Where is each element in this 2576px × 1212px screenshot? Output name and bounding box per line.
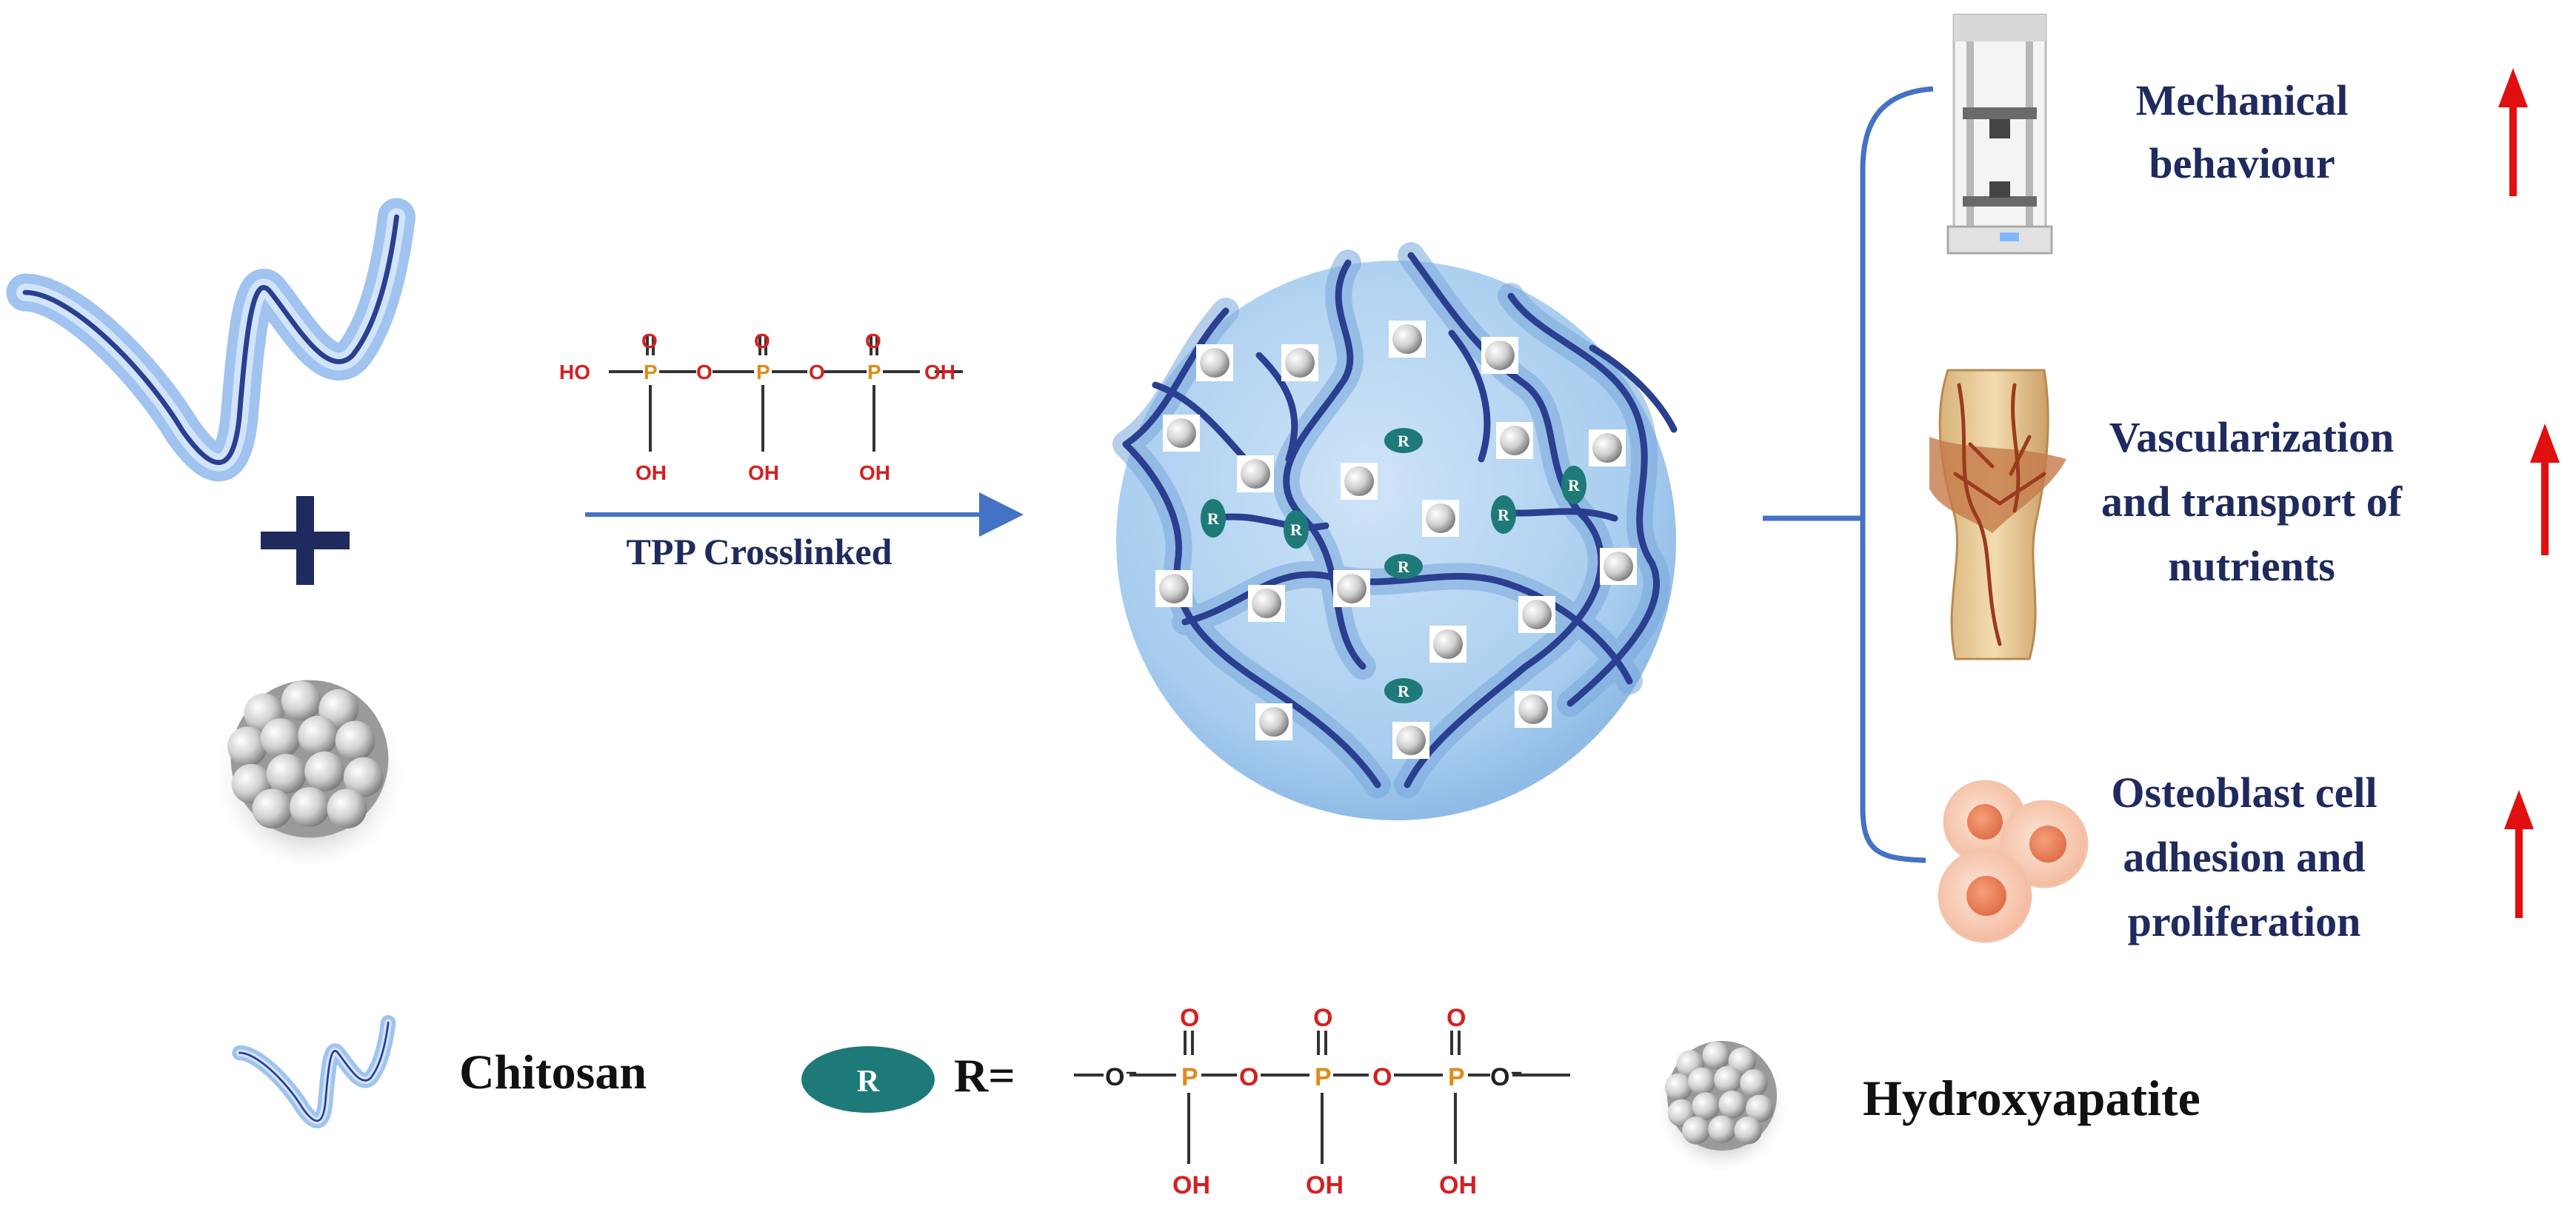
tpp-o-top-1: O [641, 329, 658, 352]
outcome-bracket [1763, 86, 1934, 863]
tpp-molecule: HO O P O O P O O P OH OH OH OH [559, 329, 963, 484]
r-node-label: R [1398, 558, 1410, 576]
tpp-oh-bottom-3: OH [859, 461, 890, 484]
hydroxyapatite-particle-icon [211, 669, 408, 866]
legend-o-bridge-1: O [1239, 1063, 1258, 1091]
legend-p-3: P [1448, 1063, 1465, 1091]
outcome-3-line-1: Osteoblast cell [2111, 769, 2377, 817]
legend-hydroxyapatite-label: Hydroxyapatite [1863, 1070, 2200, 1126]
tpp-oh-right: OH [924, 361, 955, 384]
legend-r-node: R [801, 1046, 935, 1113]
outcome-2-line-3: nutrients [2168, 542, 2335, 590]
process-label: TPP Crosslinked [627, 531, 892, 572]
legend-oh-2: OH [1306, 1171, 1344, 1199]
increase-arrow-icon [2504, 790, 2534, 918]
tpp-o-bridge-2: O [809, 361, 825, 384]
legend-oh-1: OH [1172, 1171, 1210, 1199]
legend-o-top-3: O [1447, 1004, 1466, 1032]
legend-oh-3: OH [1439, 1171, 1477, 1199]
outcome-1-line-2: behaviour [2149, 139, 2335, 187]
outcome-3-line-2: proliferation [2128, 897, 2361, 945]
r-node-label: R [1207, 509, 1220, 528]
outcome-2-line-2: and transport of [2101, 478, 2403, 526]
crosslinked-network: R R R R R R R [1112, 242, 1678, 820]
outcome-2-line-1: Vascularization [2109, 413, 2395, 461]
plus-icon [261, 496, 350, 585]
osteoblast-cells-icon [1938, 780, 2089, 943]
r-node-label: R [1290, 520, 1303, 539]
tpp-oh-bottom-1: OH [635, 461, 667, 484]
tpp-oh-bottom-2: OH [748, 461, 779, 484]
tpp-p-1: P [644, 361, 658, 384]
tpp-o-bridge-1: O [696, 361, 713, 384]
legend-o-top-1: O [1180, 1004, 1199, 1032]
tpp-p-2: P [756, 361, 770, 384]
legend-o-bridge-2: O [1372, 1063, 1392, 1091]
r-node-label: R [1568, 476, 1581, 495]
r-node-label: R [1398, 432, 1410, 450]
legend-r-equals: R= [954, 1049, 1015, 1102]
legend-o-minus-left: O⁻ [1105, 1063, 1138, 1091]
legend-r-structure: O⁻ O P O O P O O P O⁻ OH OH OH [1074, 1004, 1570, 1199]
legend-r-node-label: R [857, 1065, 880, 1099]
legend-o-top-2: O [1313, 1004, 1332, 1032]
tpp-ho-left: HO [559, 361, 590, 384]
r-node-label: R [1498, 506, 1510, 524]
outcome-1-line-1: Mechanical [2136, 76, 2349, 124]
legend-p-1: P [1181, 1063, 1198, 1091]
increase-arrow-icon [2498, 68, 2528, 196]
tpp-o-top-2: O [754, 329, 770, 352]
r-node-label: R [1398, 682, 1410, 700]
legend-o-minus-right: O⁻ [1490, 1063, 1523, 1091]
legend-hydroxyapatite-icon [1653, 1033, 1791, 1170]
legend-chitosan-label: Chitosan [459, 1045, 647, 1099]
legend-p-2: P [1315, 1063, 1332, 1091]
tpp-o-top-3: O [865, 329, 881, 352]
tpp-p-3: P [867, 361, 881, 384]
increase-arrow-icon [2530, 423, 2560, 555]
tensile-testing-machine-icon [1946, 13, 2053, 255]
legend-chitosan-icon [240, 1022, 389, 1121]
outcome-3-line-2: adhesion and [2123, 833, 2365, 881]
chitosan-strand-icon [25, 217, 397, 463]
vascularized-bone-icon [1929, 369, 2066, 660]
